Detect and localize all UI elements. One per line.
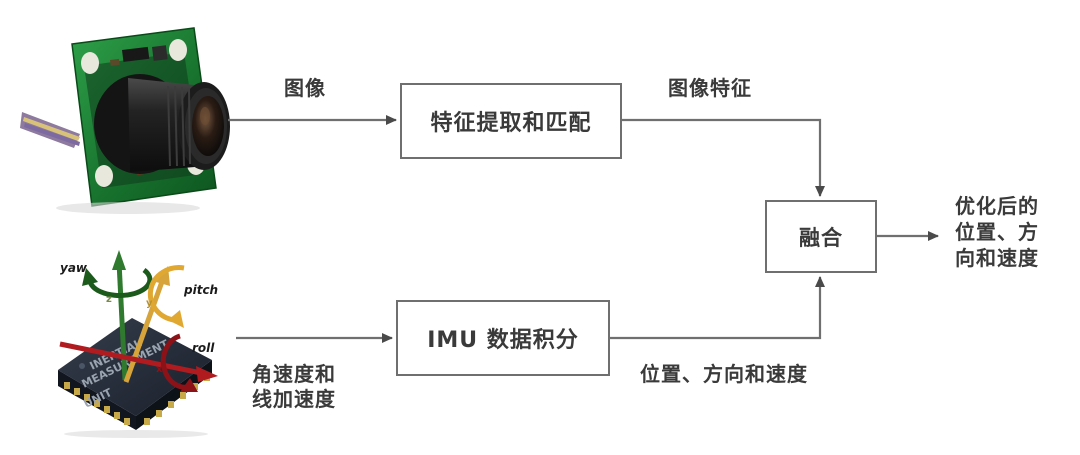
imu-axis-letter-y: y (146, 298, 153, 309)
process-box-imu-integration[interactable]: IMU 数据积分 (396, 300, 610, 376)
process-box-fusion[interactable]: 融合 (765, 200, 877, 273)
imu-axis-label-yaw: yaw (60, 261, 88, 275)
process-box-feature-extraction[interactable]: 特征提取和匹配 (400, 83, 622, 159)
edge-label-image-features: 图像特征 (668, 76, 752, 100)
imu-axis-roll: roll x (59, 333, 218, 392)
imu-axis-label-pitch: pitch (183, 283, 218, 297)
ribbon-cable (20, 112, 80, 148)
imu-axis-letter-z: z (106, 294, 112, 305)
edge-label-image: 图像 (284, 76, 326, 100)
imu-axis-letter-x: x (156, 364, 163, 375)
imu-axis-pitch: pitch y (123, 265, 218, 383)
camera-lens (94, 74, 230, 174)
edge-label-position-orientation-velocity: 位置、方向和速度 (640, 362, 808, 386)
camera-module-photo (18, 16, 230, 216)
edge-label-angular-linear: 角速度和 线加速度 (252, 362, 336, 411)
edge-imubox-to-fusion (610, 276, 825, 340)
imu-axis-yaw: yaw z (60, 250, 153, 381)
imu-axis-label-roll: roll (192, 341, 215, 355)
imu-chip-photo: INERTIAL MEASUREMENT UNIT yaw z pitch (40, 240, 240, 440)
edge-label-optimized-output: 优化后的 位置、方 向和速度 (955, 194, 1039, 270)
edge-feature-to-fusion (622, 118, 825, 197)
